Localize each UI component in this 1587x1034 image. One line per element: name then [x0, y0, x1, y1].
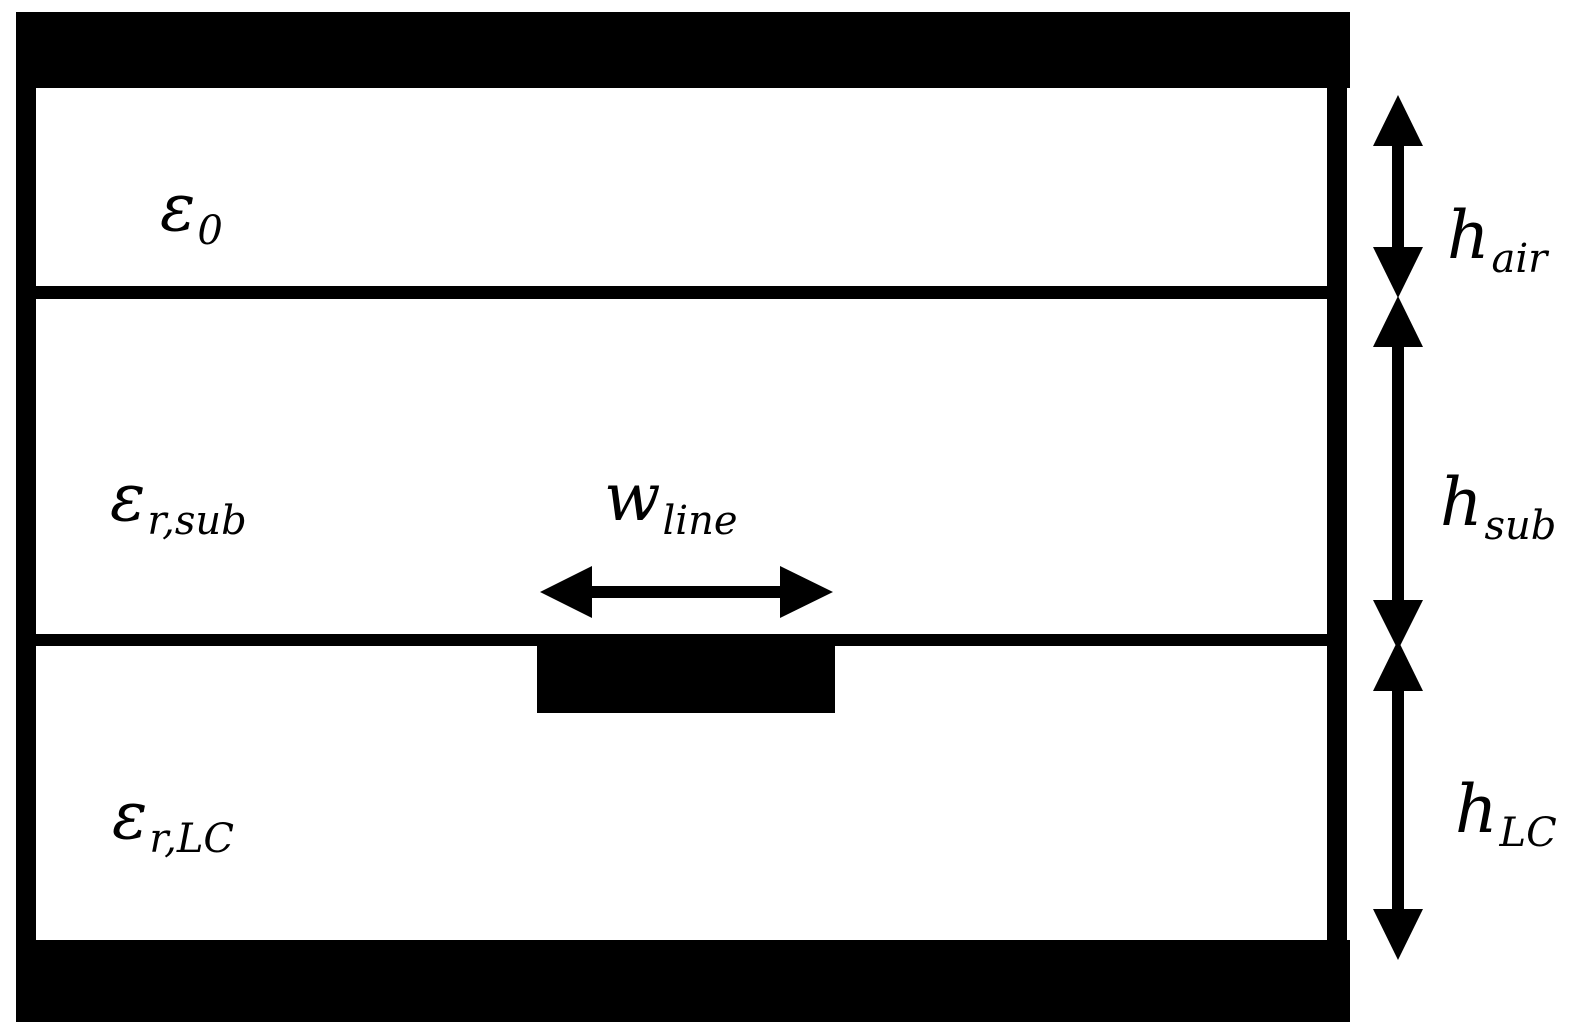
bottom-ground-plane — [16, 940, 1350, 1022]
lc-permittivity-label: εr,LC — [112, 777, 234, 862]
top-ground-plane — [16, 12, 1350, 88]
line-width-arrow — [540, 566, 833, 618]
air-permittivity-label: ε0 — [160, 169, 223, 254]
air-height-label: hair — [1447, 197, 1550, 282]
line-width-label: wline — [604, 459, 738, 544]
substrate-height-arrow — [1373, 296, 1423, 650]
substrate-lc-interface — [36, 634, 1332, 646]
air-height-arrow — [1373, 95, 1423, 298]
substrate-height-label: hsub — [1440, 464, 1556, 549]
substrate-permittivity-label: εr,sub — [110, 459, 247, 544]
air-substrate-interface — [36, 286, 1332, 299]
lc-height-arrow — [1373, 640, 1423, 960]
signal-line — [537, 646, 835, 713]
lc-height-label: hLC — [1455, 771, 1557, 856]
